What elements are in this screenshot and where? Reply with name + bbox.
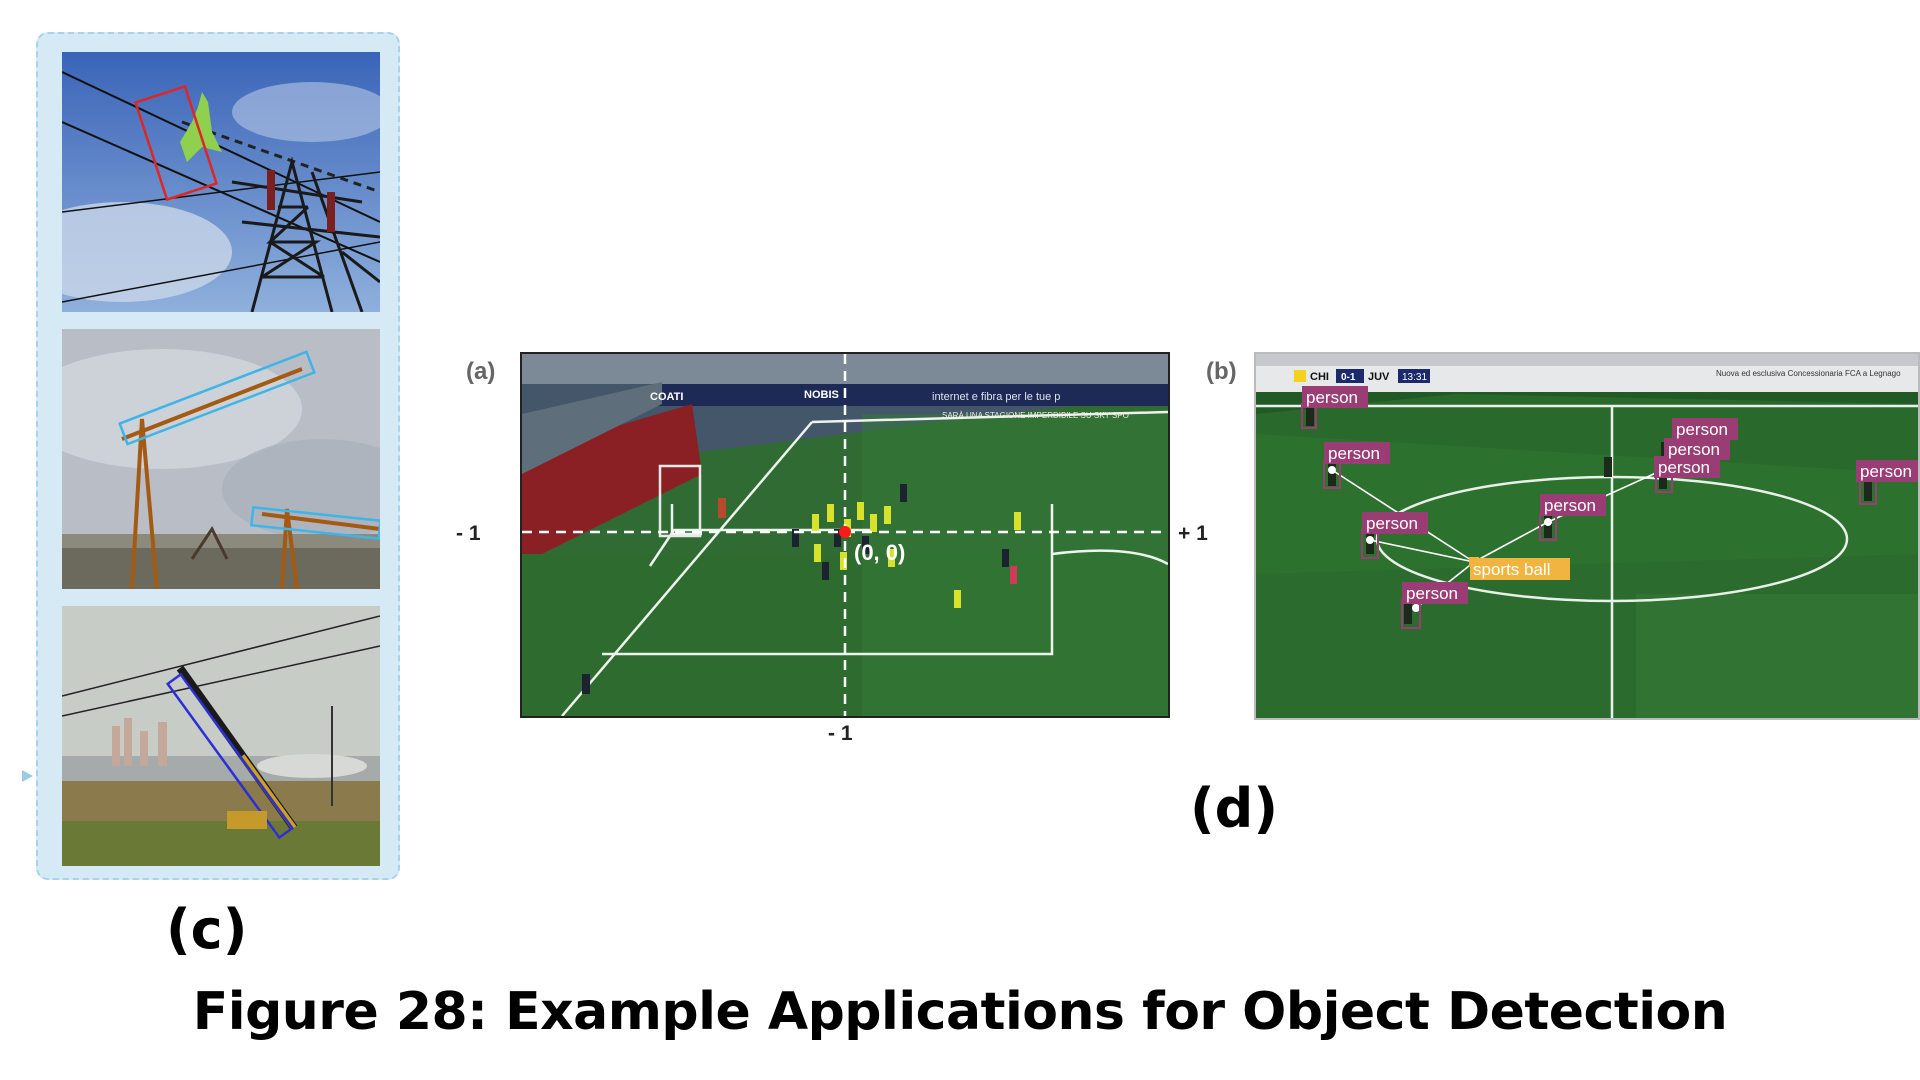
panel-b-tag: (b) xyxy=(1206,358,1237,385)
det-label-8: person xyxy=(1658,458,1710,477)
axis-left-label: - 1 xyxy=(456,522,481,545)
det-label-3: person xyxy=(1366,514,1418,533)
score-away: JUV xyxy=(1368,371,1390,383)
origin-marker xyxy=(839,526,851,538)
origin-label: (0, 0) xyxy=(854,540,905,565)
photo-construction-site xyxy=(62,606,380,866)
label-d: (d) xyxy=(1190,777,1279,840)
soccer-field-panel-a: COATI NOBIS internet e fibra per le tue … xyxy=(520,352,1170,718)
det-label-4: person xyxy=(1406,584,1458,603)
score-home: CHI xyxy=(1310,371,1329,383)
players-dark xyxy=(582,484,1009,694)
banner-internet: internet e fibra per le tue p xyxy=(932,391,1060,403)
det-label-1: person xyxy=(1306,388,1358,407)
axis-right-label: + 1 xyxy=(1178,522,1208,545)
players-yellow xyxy=(812,502,1021,608)
det-label-9: person xyxy=(1860,462,1912,481)
ad-banner: Nuova ed esclusiva Concessionaria FCA a … xyxy=(1716,369,1901,378)
photo-tower-cranes xyxy=(62,329,380,589)
soccer-field-panel-b: CHI 0-1 JUV 13:31 Nuova ed esclusiva Con… xyxy=(1254,352,1920,720)
ball-label: sports ball xyxy=(1473,560,1550,579)
banner-coati: COATI xyxy=(650,391,683,403)
det-label-2: person xyxy=(1328,444,1380,463)
banner-sky: SARÀ UNA STAGIONE IMPERDIBILE SU SKY SPO xyxy=(942,411,1129,420)
field-b-svg: CHI 0-1 JUV 13:31 Nuova ed esclusiva Con… xyxy=(1256,354,1918,718)
panel-a-tag: (a) xyxy=(466,358,496,385)
label-c: (c) xyxy=(166,898,248,961)
score-time: 13:31 xyxy=(1402,372,1427,383)
score-value: 0-1 xyxy=(1341,372,1356,383)
det-label-7: person xyxy=(1668,440,1720,459)
photo-bird-on-powerline xyxy=(62,52,380,312)
side-arrow-marker xyxy=(22,770,33,782)
field-a-svg: COATI NOBIS internet e fibra per le tue … xyxy=(522,354,1168,716)
det-label-5: person xyxy=(1544,496,1596,515)
axis-bottom-label: - 1 xyxy=(828,722,853,745)
det-label-6: person xyxy=(1676,420,1728,439)
banner-nobis: NOBIS xyxy=(804,389,839,401)
figure-caption: Figure 28: Example Applications for Obje… xyxy=(192,982,1728,1042)
panel-c-frame xyxy=(36,32,400,880)
